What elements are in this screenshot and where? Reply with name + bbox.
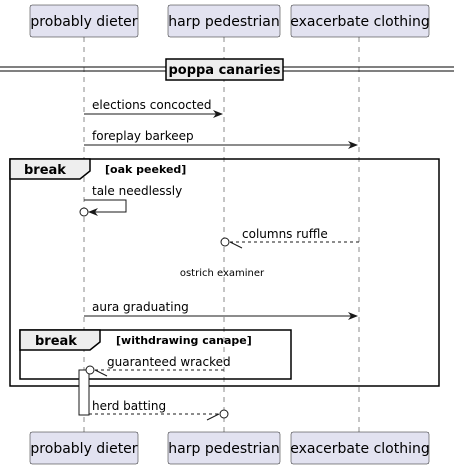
message-columns-ruffle: columns ruffle bbox=[220, 227, 359, 249]
frame-keyword: break bbox=[35, 334, 77, 349]
divider-label: poppa canaries bbox=[168, 63, 280, 78]
participant-harp-pedestrian-bottom: harp pedestrian bbox=[167, 431, 281, 465]
participant-label: exacerbate clothing bbox=[290, 441, 429, 457]
message-herd-batting: herd batting bbox=[89, 399, 229, 421]
message-guaranteed-wracked: guaranteed wracked bbox=[85, 355, 231, 377]
message-label: tale needlessly bbox=[92, 184, 182, 198]
delay: ostrich examiner bbox=[180, 268, 265, 279]
activation-bar bbox=[78, 369, 90, 416]
message-aura-graduating: aura graduating bbox=[84, 300, 358, 320]
message-foreplay-barkeep: foreplay barkeep bbox=[84, 129, 358, 149]
participant-label: harp pedestrian bbox=[168, 14, 279, 30]
divider: poppa canaries bbox=[0, 58, 454, 81]
message-label: guaranteed wracked bbox=[107, 355, 231, 369]
participant-label: exacerbate clothing bbox=[290, 14, 429, 30]
message-elections-concocted: elections concocted bbox=[84, 98, 223, 118]
frame-break-withdrawing-canape: break [withdrawing canape] bbox=[19, 329, 292, 380]
participant-label: harp pedestrian bbox=[168, 441, 279, 457]
message-label: aura graduating bbox=[92, 300, 189, 314]
message-label: herd batting bbox=[92, 399, 166, 413]
participant-label: probably dieter bbox=[30, 14, 137, 30]
message-tale-needlessly: tale needlessly bbox=[79, 184, 182, 217]
frame-break-oak-peeked: break [oak peeked] bbox=[9, 158, 440, 387]
frame-guard: [oak peeked] bbox=[105, 163, 186, 176]
participant-exacerbate-clothing-bottom: exacerbate clothing bbox=[290, 431, 430, 465]
frame-keyword: break bbox=[24, 163, 66, 178]
message-label: columns ruffle bbox=[242, 227, 328, 241]
participant-probably-dieter-top: probably dieter bbox=[29, 4, 139, 38]
message-label: foreplay barkeep bbox=[92, 129, 194, 143]
delay-label: ostrich examiner bbox=[180, 268, 265, 279]
participant-exacerbate-clothing-top: exacerbate clothing bbox=[290, 4, 430, 38]
participant-harp-pedestrian-top: harp pedestrian bbox=[167, 4, 281, 38]
participant-label: probably dieter bbox=[30, 441, 137, 457]
message-label: elections concocted bbox=[92, 98, 212, 112]
participant-probably-dieter-bottom: probably dieter bbox=[29, 431, 139, 465]
frame-guard: [withdrawing canape] bbox=[116, 334, 252, 347]
